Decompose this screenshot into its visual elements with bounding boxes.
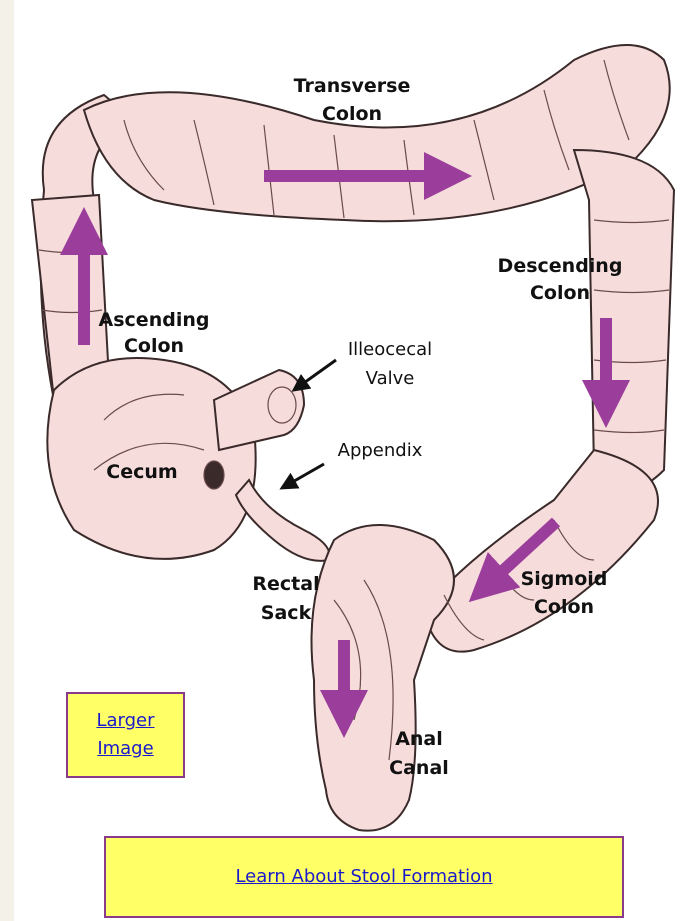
label-anal-2: Canal <box>389 757 449 779</box>
label-cecum: Cecum <box>106 461 177 483</box>
pointer-appendix <box>282 464 324 488</box>
label-rectal-2: Sack <box>261 602 312 624</box>
rectum <box>312 525 455 831</box>
appendix <box>236 480 330 561</box>
label-rectal-1: Rectal <box>252 573 319 595</box>
cecum <box>47 358 255 559</box>
label-sigmoid-1: Sigmoid <box>521 568 608 590</box>
label-transverse-1: Transverse <box>294 75 411 97</box>
larger-image-box: Larger Image <box>66 692 185 778</box>
label-illeocecal-1: Illeocecal <box>348 339 432 360</box>
label-illeocecal-2: Valve <box>366 368 415 389</box>
label-anal-1: Anal <box>395 728 443 750</box>
label-appendix: Appendix <box>338 440 423 461</box>
pointer-illeocecal <box>294 360 336 390</box>
colon-diagram: Transverse Colon Descending Colon Ascend… <box>14 0 683 921</box>
label-sigmoid-2: Colon <box>534 596 594 618</box>
larger-image-link[interactable]: Larger Image <box>86 707 166 763</box>
label-descending-1: Descending <box>498 255 623 277</box>
colon-illustration: Transverse Colon Descending Colon Ascend… <box>14 0 683 921</box>
descending-colon <box>574 150 674 490</box>
label-descending-2: Colon <box>530 282 590 304</box>
stool-formation-link[interactable]: Learn About Stool Formation <box>235 863 492 891</box>
label-transverse-2: Colon <box>322 103 382 125</box>
illeocecal-valve <box>214 370 304 450</box>
label-ascending-1: Ascending <box>99 309 210 331</box>
transverse-colon <box>84 45 670 221</box>
stool-formation-box: Learn About Stool Formation <box>104 836 624 918</box>
sigmoid-colon <box>424 450 658 652</box>
label-ascending-2: Colon <box>124 335 184 357</box>
